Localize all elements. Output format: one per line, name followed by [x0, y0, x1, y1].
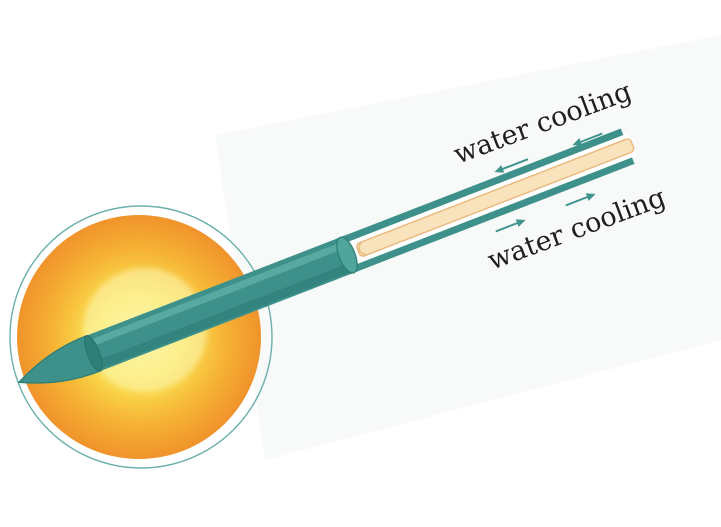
lance-collar — [84, 335, 103, 372]
flame-outer-ring — [9, 205, 273, 469]
arrow-top-right — [572, 132, 603, 146]
background-panel — [215, 35, 721, 460]
inner-core-pipe — [356, 138, 635, 257]
arrow-bottom-right — [565, 193, 596, 207]
lance-tube-highlight — [86, 239, 351, 348]
lance — [17, 128, 637, 384]
lance-cut-edge — [336, 236, 358, 274]
arrow-bottom-left — [495, 219, 526, 233]
lance-tube-shade — [94, 260, 359, 370]
arrow-top-left — [494, 158, 529, 173]
inner-pipe-end — [358, 241, 367, 256]
